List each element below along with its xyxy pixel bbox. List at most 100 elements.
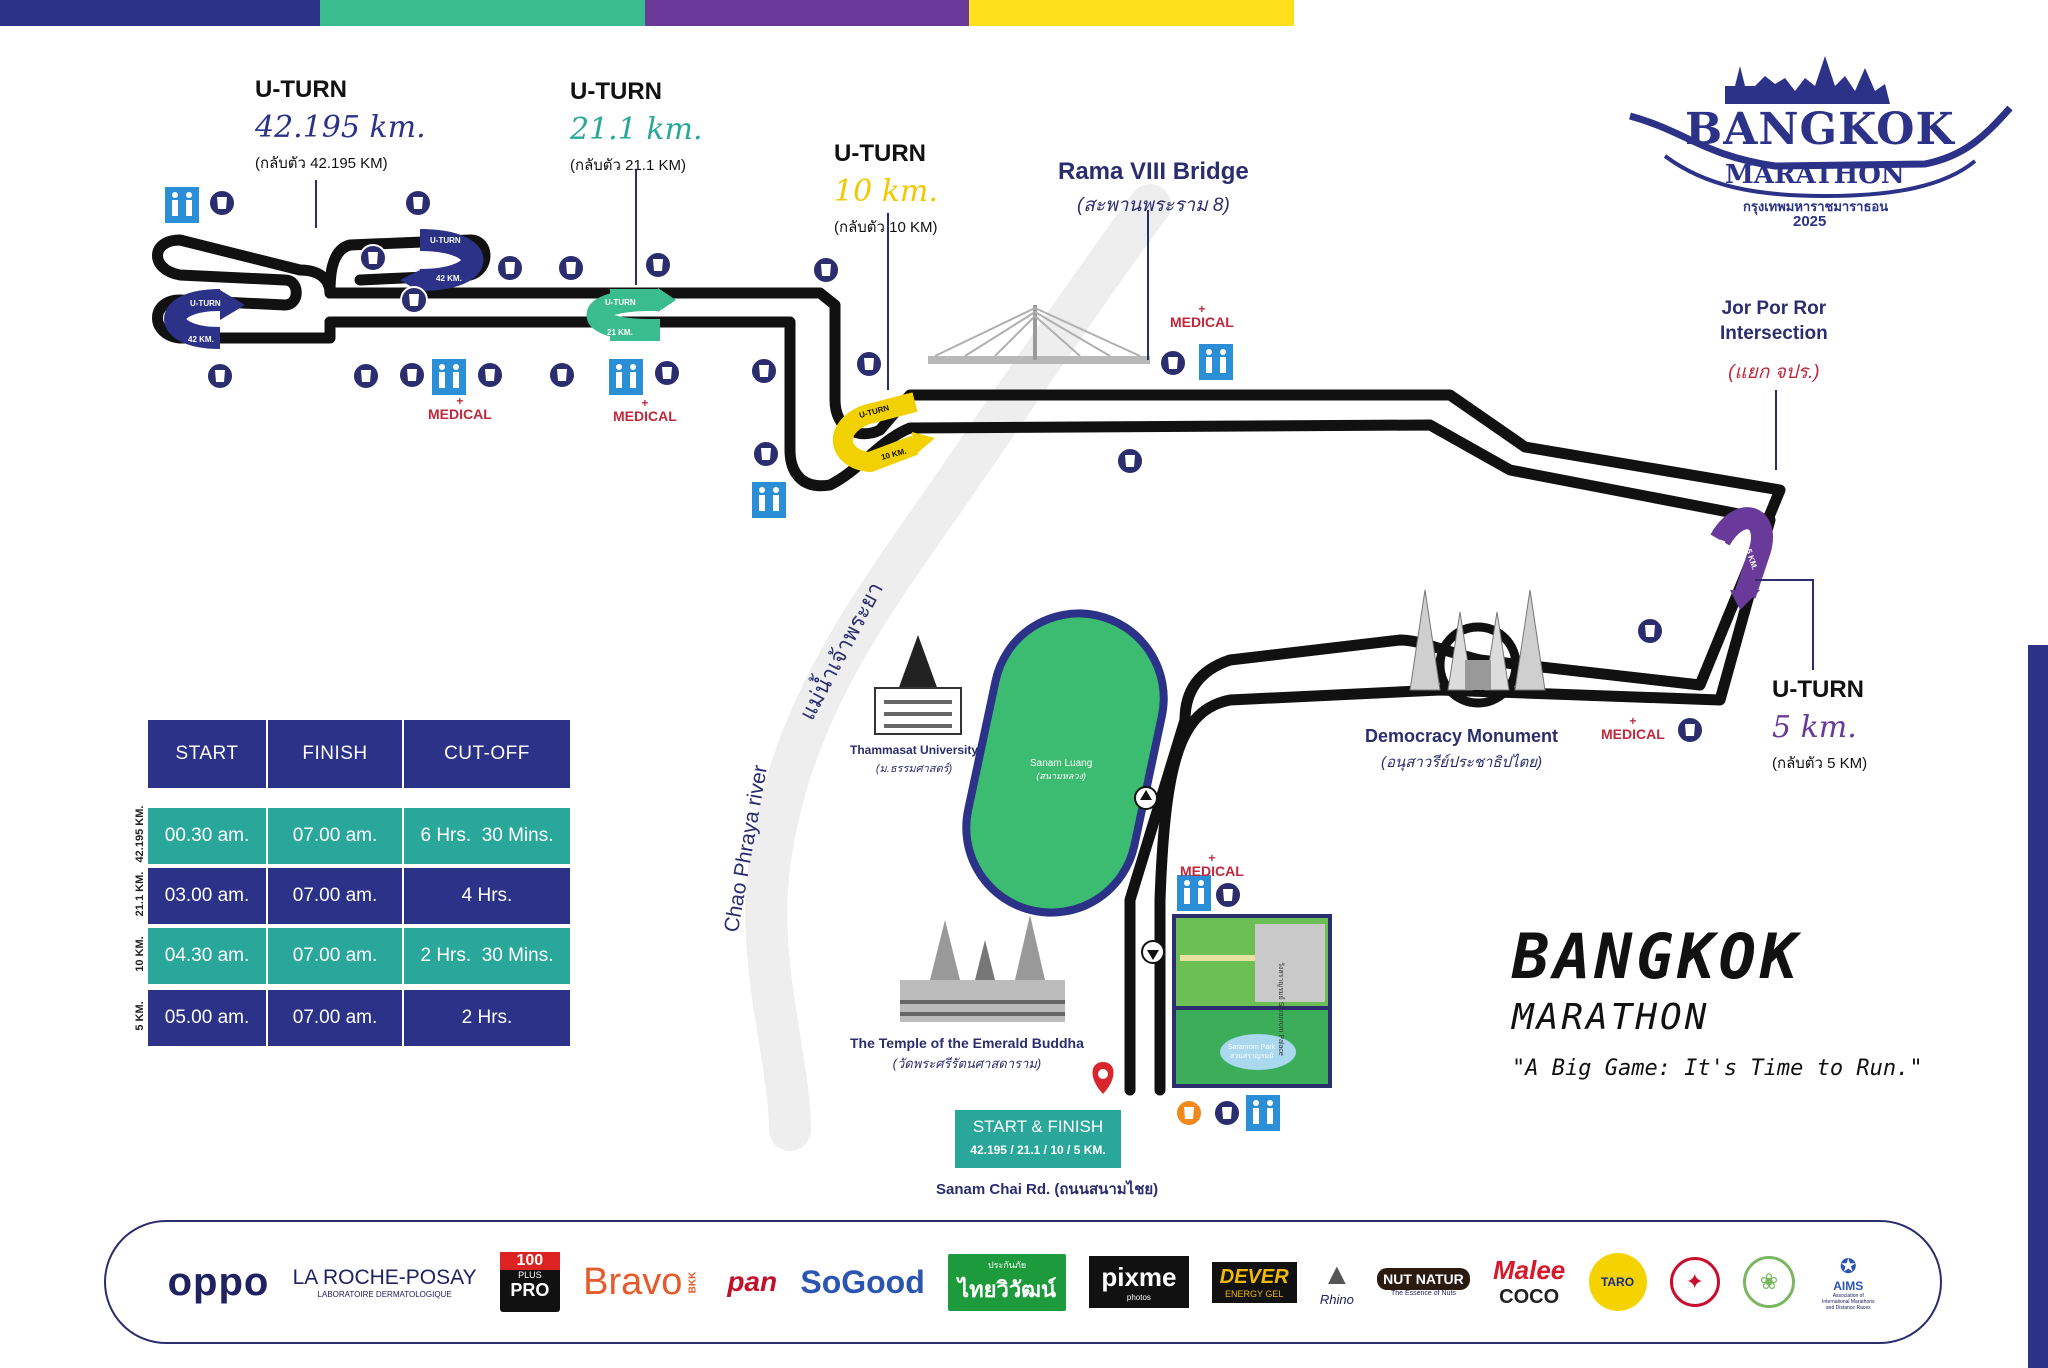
thammasat-illustration [874,635,962,735]
rhino-icon: ▲ [1322,1257,1352,1291]
water-cup-icon [1116,447,1144,475]
cutoff-finish-10: 07.00 am. [268,928,404,984]
water-cup-icon [750,357,778,385]
sponsor-malee-sub: COCO [1499,1286,1560,1308]
sanam-luang-thai: (สนามหลวง) [1036,771,1086,781]
brand-line1: BANGKOK [1512,920,1802,993]
water-cup-icon [752,440,780,468]
medical-text-1: MEDICAL [428,406,492,422]
uturn-10-title: U-TURN [834,140,926,167]
uturn-5-label: U-TURN 5 km. (กลับตัว 5 KM) [1772,676,1867,775]
thammasat-thai: (ม.ธรรมศาสตร์) [875,763,953,775]
water-cup-icon [208,189,236,217]
leaf-icon: ❀ [1759,1269,1779,1294]
toilet-icon [609,359,643,395]
sponsor-rhino-name: Rhino [1319,1291,1354,1307]
toilet-icon [165,187,199,223]
sponsor-association-seal: ✦ [1669,1257,1720,1307]
jpr-name-1: Jor Por Ror [1721,298,1827,319]
rama-viii-bridge-illustration [928,305,1150,364]
aims-runner-icon: ✪ [1839,1255,1857,1278]
sponsor-rhino: ▲ Rhino [1320,1258,1354,1307]
sponsor-bravo-name: Bravo [583,1260,683,1303]
cutoff-start-5: 05.00 am. [148,990,268,1046]
top-band-navy [0,0,320,26]
sponsor-nutnatur-name: NUT NATUR [1377,1267,1470,1290]
start-finish-box: START & FINISH 42.195 / 21.1 / 10 / 5 KM… [955,1110,1121,1168]
bridge-thai: (สะพานพระราม 8) [1076,195,1230,216]
sponsor-100plus-a: 100 [499,1252,560,1270]
sponsor-thaivivat-name: ไทยวิวัฒน์ [958,1276,1057,1302]
sponsor-aims-name: AIMS [1833,1278,1864,1293]
saranrom-palace-en: Saranrom Palace [1277,1001,1284,1056]
water-cup-icon [496,254,524,282]
water-cup-icon [812,256,840,284]
table-row: 03.00 am. 07.00 am. 4 Hrs. [148,868,570,924]
table-row: 05.00 am. 07.00 am. 2 Hrs. [148,990,570,1046]
water-cup-icon [1213,1099,1241,1127]
toilet-icon [752,482,786,518]
brand-block: BANGKOK MARATHON "A Big Game: It's Time … [1512,920,1923,1081]
water-cup-icon [404,189,432,217]
toilet-icon [1246,1095,1280,1131]
uturn-10-label: U-TURN 10 km. (กลับตัว 10 KM) [834,140,938,239]
sponsor-sogood: SoGood [800,1263,925,1300]
medical-label-3: +MEDICAL [1170,302,1234,330]
sponsor-nutnatur: NUT NATUR The Essence of Nuts [1377,1267,1470,1297]
brand-tagline: "A Big Game: It's Time to Run." [1512,1056,1923,1081]
cutoff-finish-42: 07.00 am. [268,808,404,864]
uturn-21-sub: (กลับตัว 21.1 KM) [570,157,686,174]
democracy-thai: (อนุสาวรีย์ประชาธิปไตย) [1380,754,1543,771]
sponsor-bravo-sup: BKK [687,1271,699,1293]
table-row: 00.30 am. 07.00 am. 6 Hrs. 30 Mins. [148,808,570,864]
leader-lines [315,170,1814,670]
logo-subtitle: MARATHON [1725,160,1905,190]
sponsor-dever: DEVER ENERGY GEL [1211,1261,1297,1303]
uturn-42-label: U-TURN 42.195 km. (กลับตัว 42.195 KM) [255,76,426,175]
route-left-loop [152,234,336,344]
democracy-label: Democracy Monument (อนุสาวรีย์ประชาธิปไต… [1365,726,1558,774]
route-inner-return [324,316,1776,1096]
bridge-name: Rama VIII Bridge [1058,158,1249,185]
sponsor-dever-name: DEVER [1219,1265,1289,1288]
uturn-10-distance: 10 km. [834,174,938,209]
uturn-42-arrow-label: U-TURN [190,299,221,308]
uturn-42-sub: (กลับตัว 42.195 KM) [255,155,388,172]
water-cup-icon [653,359,681,387]
saranrom-park-label: Saranrom Park สวนสราญรมย์ [1228,1044,1275,1062]
emerald-label: The Temple of the Emerald Buddha (วัดพระ… [850,1035,1084,1074]
cutoff-start-10: 04.30 am. [148,928,268,984]
cutoff-cutoff-10: 2 Hrs. 30 Mins. [404,928,570,984]
top-band-green [320,0,645,26]
road-label: Sanam Chai Rd. (ถนนสนามไชย) [936,1181,1159,1198]
cutoff-header-finish: FINISH [268,720,404,788]
cutoff-cutoff-21: 4 Hrs. [404,868,570,924]
water-cup-icon [644,251,672,279]
saranrom-area [1172,914,1332,1088]
water-cup-icon [398,361,426,389]
sponsor-laroche-name: LA ROCHE-POSAY [292,1265,477,1289]
right-edge-stripe [2028,645,2048,1368]
cutoff-finish-5: 07.00 am. [268,990,404,1046]
uturn-42r-km-label: 42 KM. [436,274,462,283]
sponsor-100plus-b: PLUS [518,1270,542,1280]
medical-text-3: MEDICAL [1170,314,1234,330]
saranrom-park-thai: สวนสราญรมย์ [1229,1053,1274,1060]
toilet-icon [432,359,466,395]
cutoff-cutoff-5: 2 Hrs. [404,990,570,1046]
bridge-label: Rama VIII Bridge (สะพานพระราม 8) [1058,158,1249,220]
sponsor-dever-sub: ENERGY GEL [1225,1288,1284,1299]
sponsor-nutnatur-sub: The Essence of Nuts [1390,1289,1456,1297]
uturn-21-km-label: 21 KM. [607,328,633,337]
sponsor-pixme-sub: photos [1126,1293,1151,1302]
medical-label-1: +MEDICAL [428,394,492,422]
uturn-5-marker: U-TURN 5 KM. [1709,507,1773,610]
start-finish-title: START & FINISH [972,1117,1104,1136]
sponsor-taro: TARO [1588,1253,1647,1311]
water-cup-icon [1214,881,1242,909]
water-cup-icon [476,361,504,389]
medical-text-5: MEDICAL [1180,863,1244,879]
uturn-21-title: U-TURN [570,78,662,105]
emerald-name: The Temple of the Emerald Buddha [850,1035,1084,1051]
